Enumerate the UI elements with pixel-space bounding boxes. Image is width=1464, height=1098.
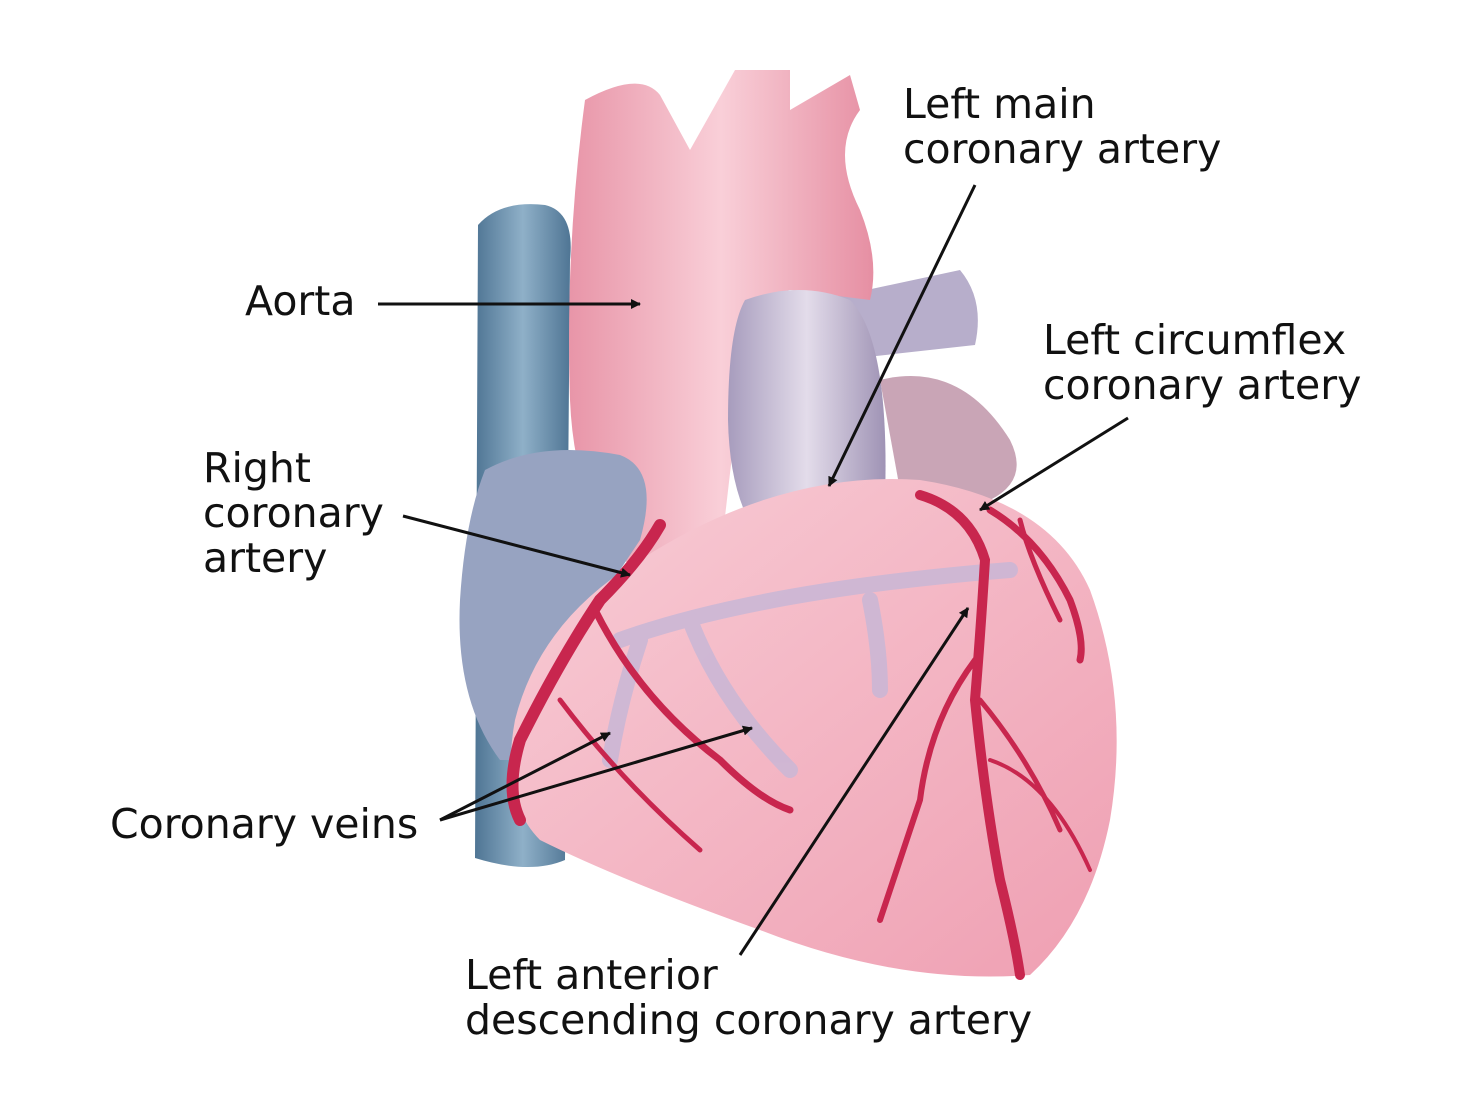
label-line: Right [203, 444, 311, 492]
label-coronary-veins: Coronary veins [110, 802, 418, 847]
arrow-left-main [827, 184, 977, 487]
label-left-circumflex-coronary-artery: Left circumflex coronary artery [1043, 318, 1361, 408]
coronary-arteries-drawing [506, 490, 1092, 980]
arrow-coronary-vein-2 [439, 725, 753, 822]
arrow-coronary-vein-1 [439, 731, 611, 822]
label-line: Coronary veins [110, 800, 419, 848]
label-line: coronary artery [903, 125, 1222, 173]
label-line: Left anterior [465, 951, 718, 999]
label-line: artery [203, 534, 328, 582]
coronary-veins-drawing [602, 562, 1018, 778]
label-left-main-coronary-artery: Left main coronary artery [903, 82, 1221, 172]
label-line: coronary artery [1043, 361, 1362, 409]
label-line: Left main [903, 80, 1096, 128]
label-line: Left circumflex [1043, 316, 1347, 364]
label-line: Aorta [245, 277, 356, 325]
label-right-coronary-artery: Right coronary artery [203, 446, 384, 581]
arrow-left-circumflex [979, 416, 1129, 512]
heart-ventricles [510, 479, 1117, 977]
label-line: coronary [203, 489, 384, 537]
left-atrium [880, 376, 1017, 500]
right-atrium [459, 450, 647, 760]
leader-arrows [378, 184, 1129, 956]
aorta-shape [569, 70, 874, 575]
arrow-lad [738, 607, 970, 956]
label-line: descending coronary artery [465, 996, 1033, 1044]
label-aorta: Aorta [245, 279, 355, 324]
label-left-anterior-descending-coronary-artery: Left anterior descending coronary artery [465, 953, 1032, 1043]
arrow-right-coronary [402, 514, 631, 578]
